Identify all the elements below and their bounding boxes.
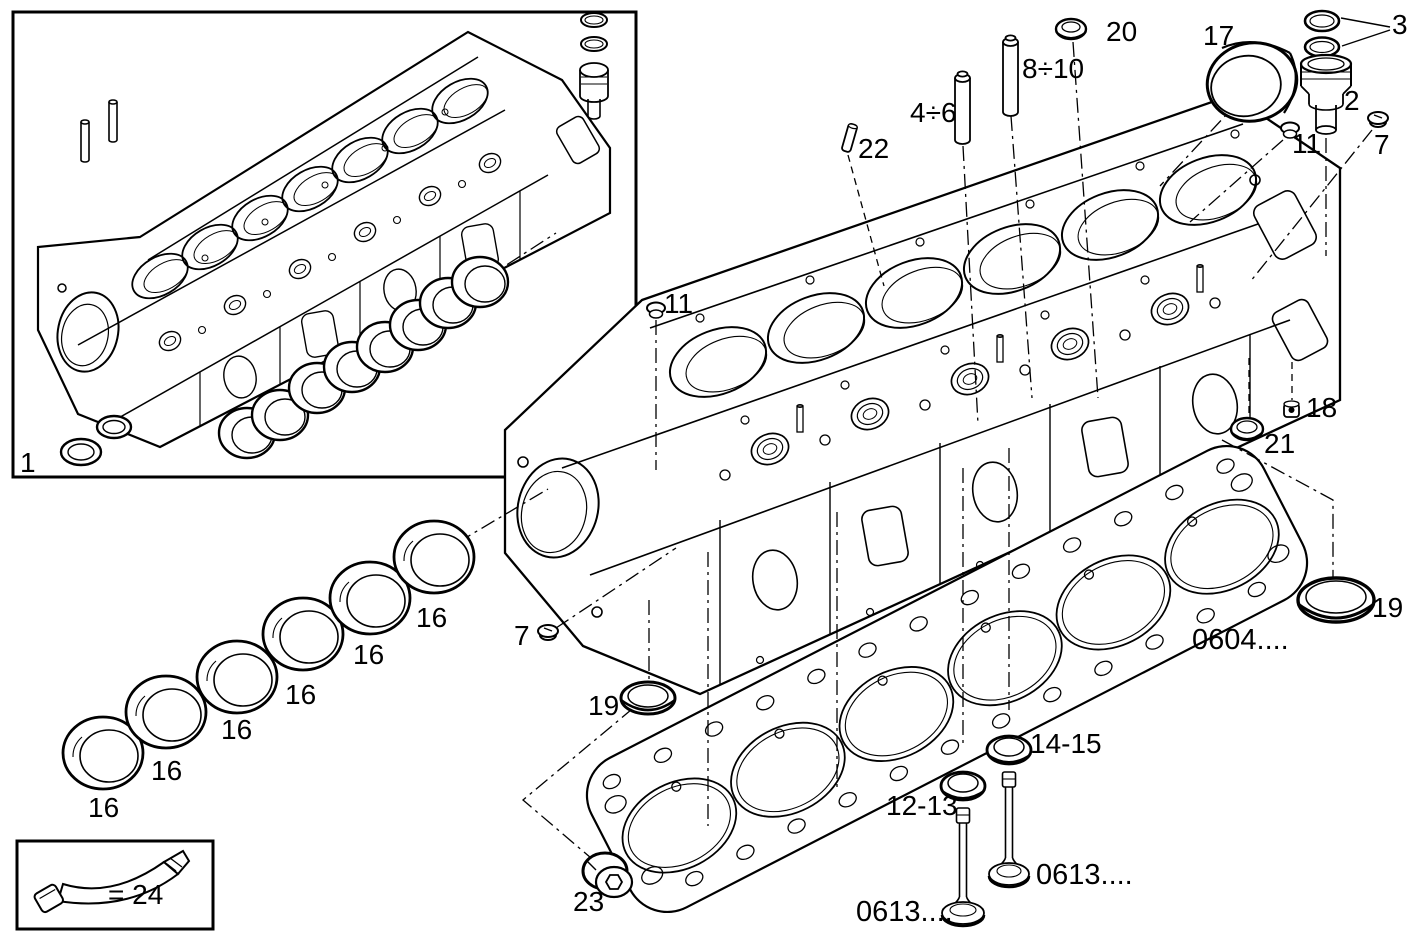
valve-seal-14-15 — [985, 734, 1033, 766]
cap-19-left — [619, 680, 677, 716]
label-part-20: 20 — [1106, 16, 1137, 47]
label-part-3: 3 — [1392, 9, 1408, 40]
label-part-16-5: 16 — [353, 639, 384, 670]
label-code-valves-right: 0613.... — [1036, 859, 1133, 891]
label-part-11-right: 11 — [1292, 128, 1321, 159]
inset-cylinder-head-drawing — [36, 30, 612, 449]
label-part-16-3: 16 — [221, 714, 252, 745]
label-part-23: 23 — [573, 886, 604, 917]
label-part-16-1: 16 — [88, 792, 119, 823]
valve-seal-12-13 — [939, 770, 987, 802]
label-part-19-left: 19 — [588, 690, 619, 721]
head-gasket-drawing — [585, 444, 1309, 914]
plug-18 — [1283, 400, 1300, 418]
engine-valve-right — [987, 771, 1031, 889]
plug-23 — [581, 851, 634, 899]
callout-labels: 1 16 16 16 16 16 16 = 24 23 19 7 11 22 4… — [20, 9, 1408, 928]
label-part-19-right: 19 — [1372, 592, 1403, 623]
camshaft-sleeve-17 — [1205, 40, 1299, 123]
pin-22 — [841, 122, 858, 153]
plug-7-left — [537, 624, 559, 641]
injector-sleeve-2 — [1299, 53, 1353, 135]
cap-19-right — [1296, 576, 1376, 624]
part3-leader-line — [1340, 17, 1391, 28]
engine-valve-left — [940, 807, 986, 928]
plug-11-left — [646, 301, 666, 319]
sealant-tube-icon — [33, 849, 191, 914]
label-part-22: 22 — [858, 133, 889, 164]
label-part-18: 18 — [1306, 392, 1337, 423]
label-part-8-10: 8÷10 — [1022, 53, 1084, 84]
main-cylinder-head-drawing — [503, 93, 1342, 696]
label-part-1: 1 — [20, 447, 36, 478]
label-part-16-4: 16 — [285, 679, 316, 710]
valve-guides-4-6-8-10 — [954, 34, 1019, 145]
plug-7-right — [1367, 111, 1389, 128]
label-code-valves-left: 0613.... — [856, 896, 953, 928]
cap-21 — [1229, 416, 1265, 442]
o-rings-3 — [1303, 9, 1341, 58]
cap-20 — [1054, 17, 1088, 41]
label-part-16-6: 16 — [416, 602, 447, 633]
label-part-14-15: 14-15 — [1030, 728, 1102, 759]
inset-seal-rings — [59, 414, 133, 467]
label-sealant-24: = 24 — [108, 879, 163, 910]
label-code-gasket-0604: 0604.... — [1192, 624, 1289, 656]
label-part-16-2: 16 — [151, 755, 182, 786]
inset-injector-sleeve-and-rings — [579, 12, 609, 120]
label-part-17: 17 — [1203, 20, 1234, 51]
label-part-12-13: 12-13 — [886, 790, 958, 821]
inset-valve-guide-pins — [80, 99, 118, 163]
plug-11-right — [1280, 121, 1300, 139]
label-part-11-left: 11 — [664, 288, 693, 319]
label-part-7-right: 7 — [1374, 129, 1390, 160]
part3-leader-line — [1341, 29, 1391, 47]
label-part-2: 2 — [1344, 85, 1360, 116]
camshaft-bushings-16 — [61, 519, 476, 791]
label-part-21: 21 — [1264, 428, 1295, 459]
label-part-7-left: 7 — [514, 620, 530, 651]
inset-bushing-rings — [217, 255, 510, 460]
label-part-4-6: 4÷6 — [910, 97, 957, 128]
